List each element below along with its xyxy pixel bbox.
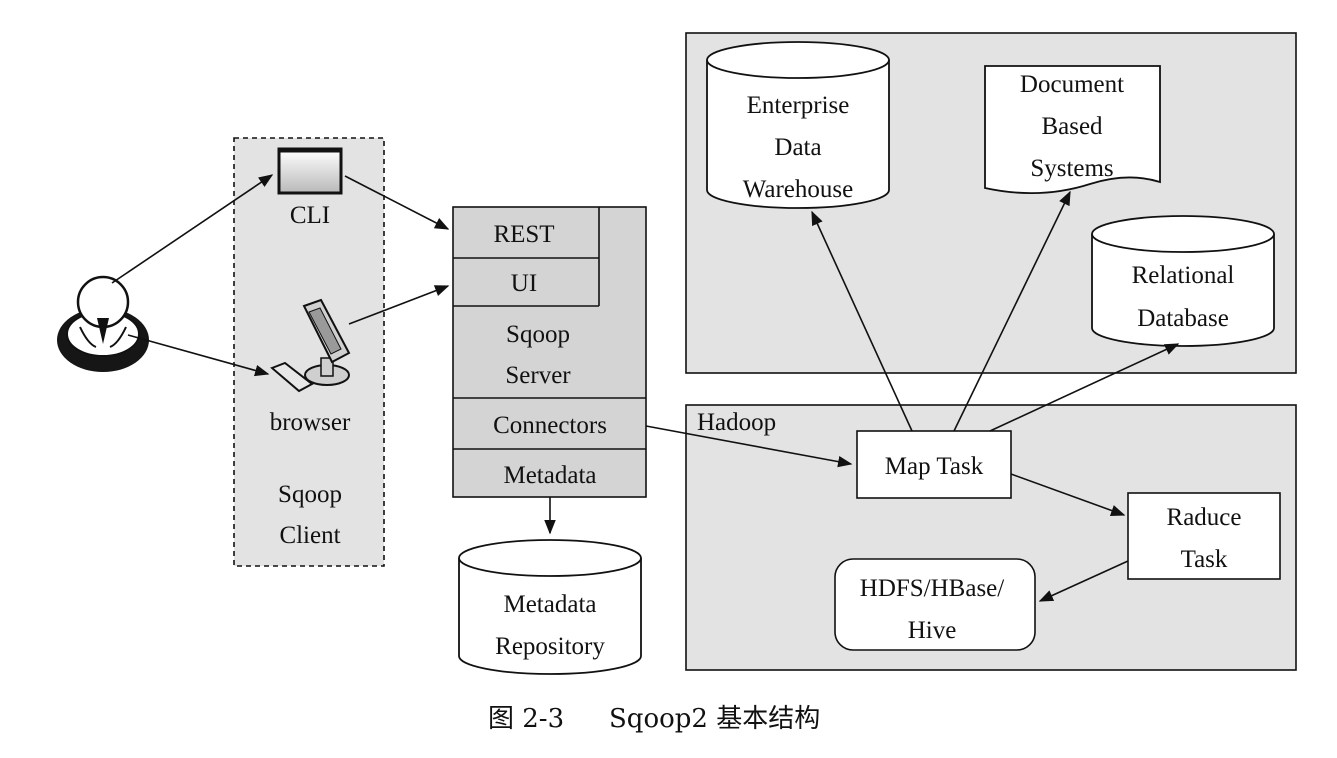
sqoop-client-label-line2: Client <box>279 522 340 549</box>
arrow-map-task-to-relational-db <box>989 343 1180 432</box>
document-systems-line3: Systems <box>1030 155 1113 182</box>
reduce-task-box <box>1127 492 1281 580</box>
map-task-label: Map Task <box>885 453 984 480</box>
document-systems-line2: Based <box>1041 113 1103 140</box>
relational-database-cylinder <box>1091 215 1275 347</box>
figure-caption-title: Sqoop2 基本结构 <box>609 704 820 734</box>
computer-icon <box>270 298 351 393</box>
relational-db-line1: Relational <box>1132 262 1235 289</box>
storage-line1: HDFS/HBase/ <box>860 575 1005 602</box>
metadata-repository-line1: Metadata <box>503 591 596 618</box>
arrow-browser-to-ui <box>348 285 450 325</box>
document-systems-line1: Document <box>1020 71 1124 98</box>
metadata-label: Metadata <box>503 462 596 489</box>
cli-label: CLI <box>290 202 330 229</box>
sqoop-server <box>452 206 647 498</box>
arrow-map-task-to-document-systems <box>953 190 1071 432</box>
arrow-cli-to-rest <box>344 175 450 230</box>
sqoop-server-title-line2: Server <box>505 362 571 389</box>
ui-label: UI <box>511 270 537 297</box>
reduce-task-line2: Task <box>1181 546 1228 573</box>
enterprise-data-warehouse-cylinder <box>706 41 890 209</box>
figure-number: 图 2-3 <box>488 704 564 734</box>
metadata-repository-line2: Repository <box>495 633 605 660</box>
reduce-task-line1: Raduce <box>1167 504 1242 531</box>
connectors-label: Connectors <box>493 412 607 439</box>
terminal-icon <box>277 147 343 195</box>
browser-label: browser <box>270 409 351 436</box>
sqoop-client-group <box>233 137 385 567</box>
map-task-box <box>856 430 1012 499</box>
enterprise-dw-line2: Data <box>774 134 821 161</box>
arrow-reduce-task-to-storage <box>1038 560 1129 602</box>
enterprise-dw-line1: Enterprise <box>747 92 850 119</box>
enterprise-dw-line3: Warehouse <box>743 176 853 203</box>
sqoop-client-label-line1: Sqoop <box>278 481 342 508</box>
hadoop-title: Hadoop <box>697 409 776 436</box>
arrow-user-to-cli <box>111 174 274 284</box>
metadata-repository-cylinder <box>458 539 642 675</box>
sqoop-server-title-line1: Sqoop <box>506 321 570 348</box>
user-icon <box>57 275 149 372</box>
arrow-user-to-browser <box>127 334 270 377</box>
relational-db-line2: Database <box>1137 305 1229 332</box>
rest-label: REST <box>493 221 554 248</box>
arrow-map-task-to-reduce-task <box>1010 473 1126 516</box>
storage-line2: Hive <box>908 617 957 644</box>
arrow-map-task-to-enterprise-dw <box>811 210 913 432</box>
hdfs-hbase-hive-box <box>834 558 1036 651</box>
document-based-systems-shape <box>984 65 1161 195</box>
arrow-connectors-to-map-task <box>645 425 853 468</box>
